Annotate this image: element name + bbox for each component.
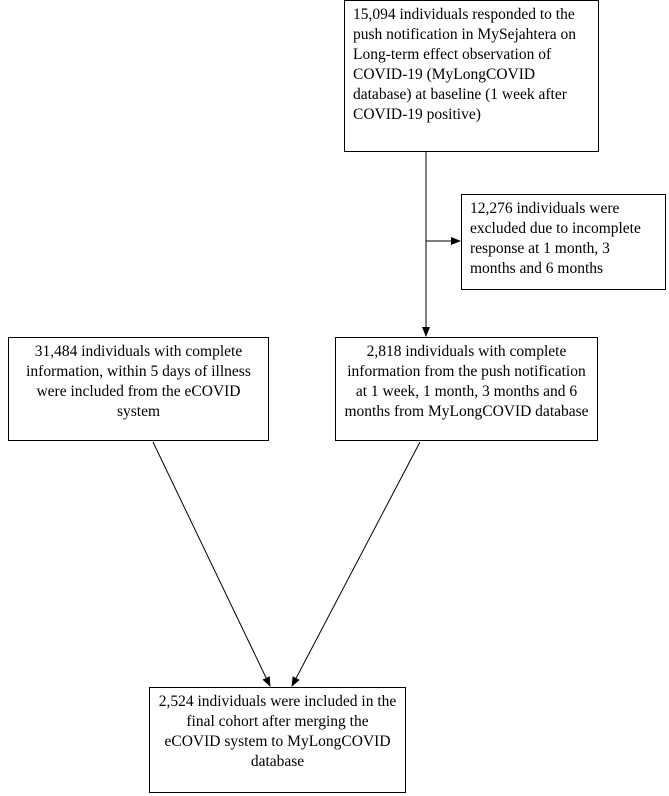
final-cohort-box: 2,524 individuals were included in the f…	[149, 687, 406, 793]
ecovid-box: 31,484 individuals with complete informa…	[8, 337, 269, 441]
excluded-box: 12,276 individuals were excluded due to …	[461, 194, 666, 290]
arrow-ecovid-to-final	[152, 441, 271, 687]
complete-cohort-box: 2,818 individuals with complete informat…	[335, 337, 598, 441]
baseline-box: 15,094 individuals responded to the push…	[344, 0, 599, 152]
arrow-complete-to-final	[291, 441, 421, 687]
